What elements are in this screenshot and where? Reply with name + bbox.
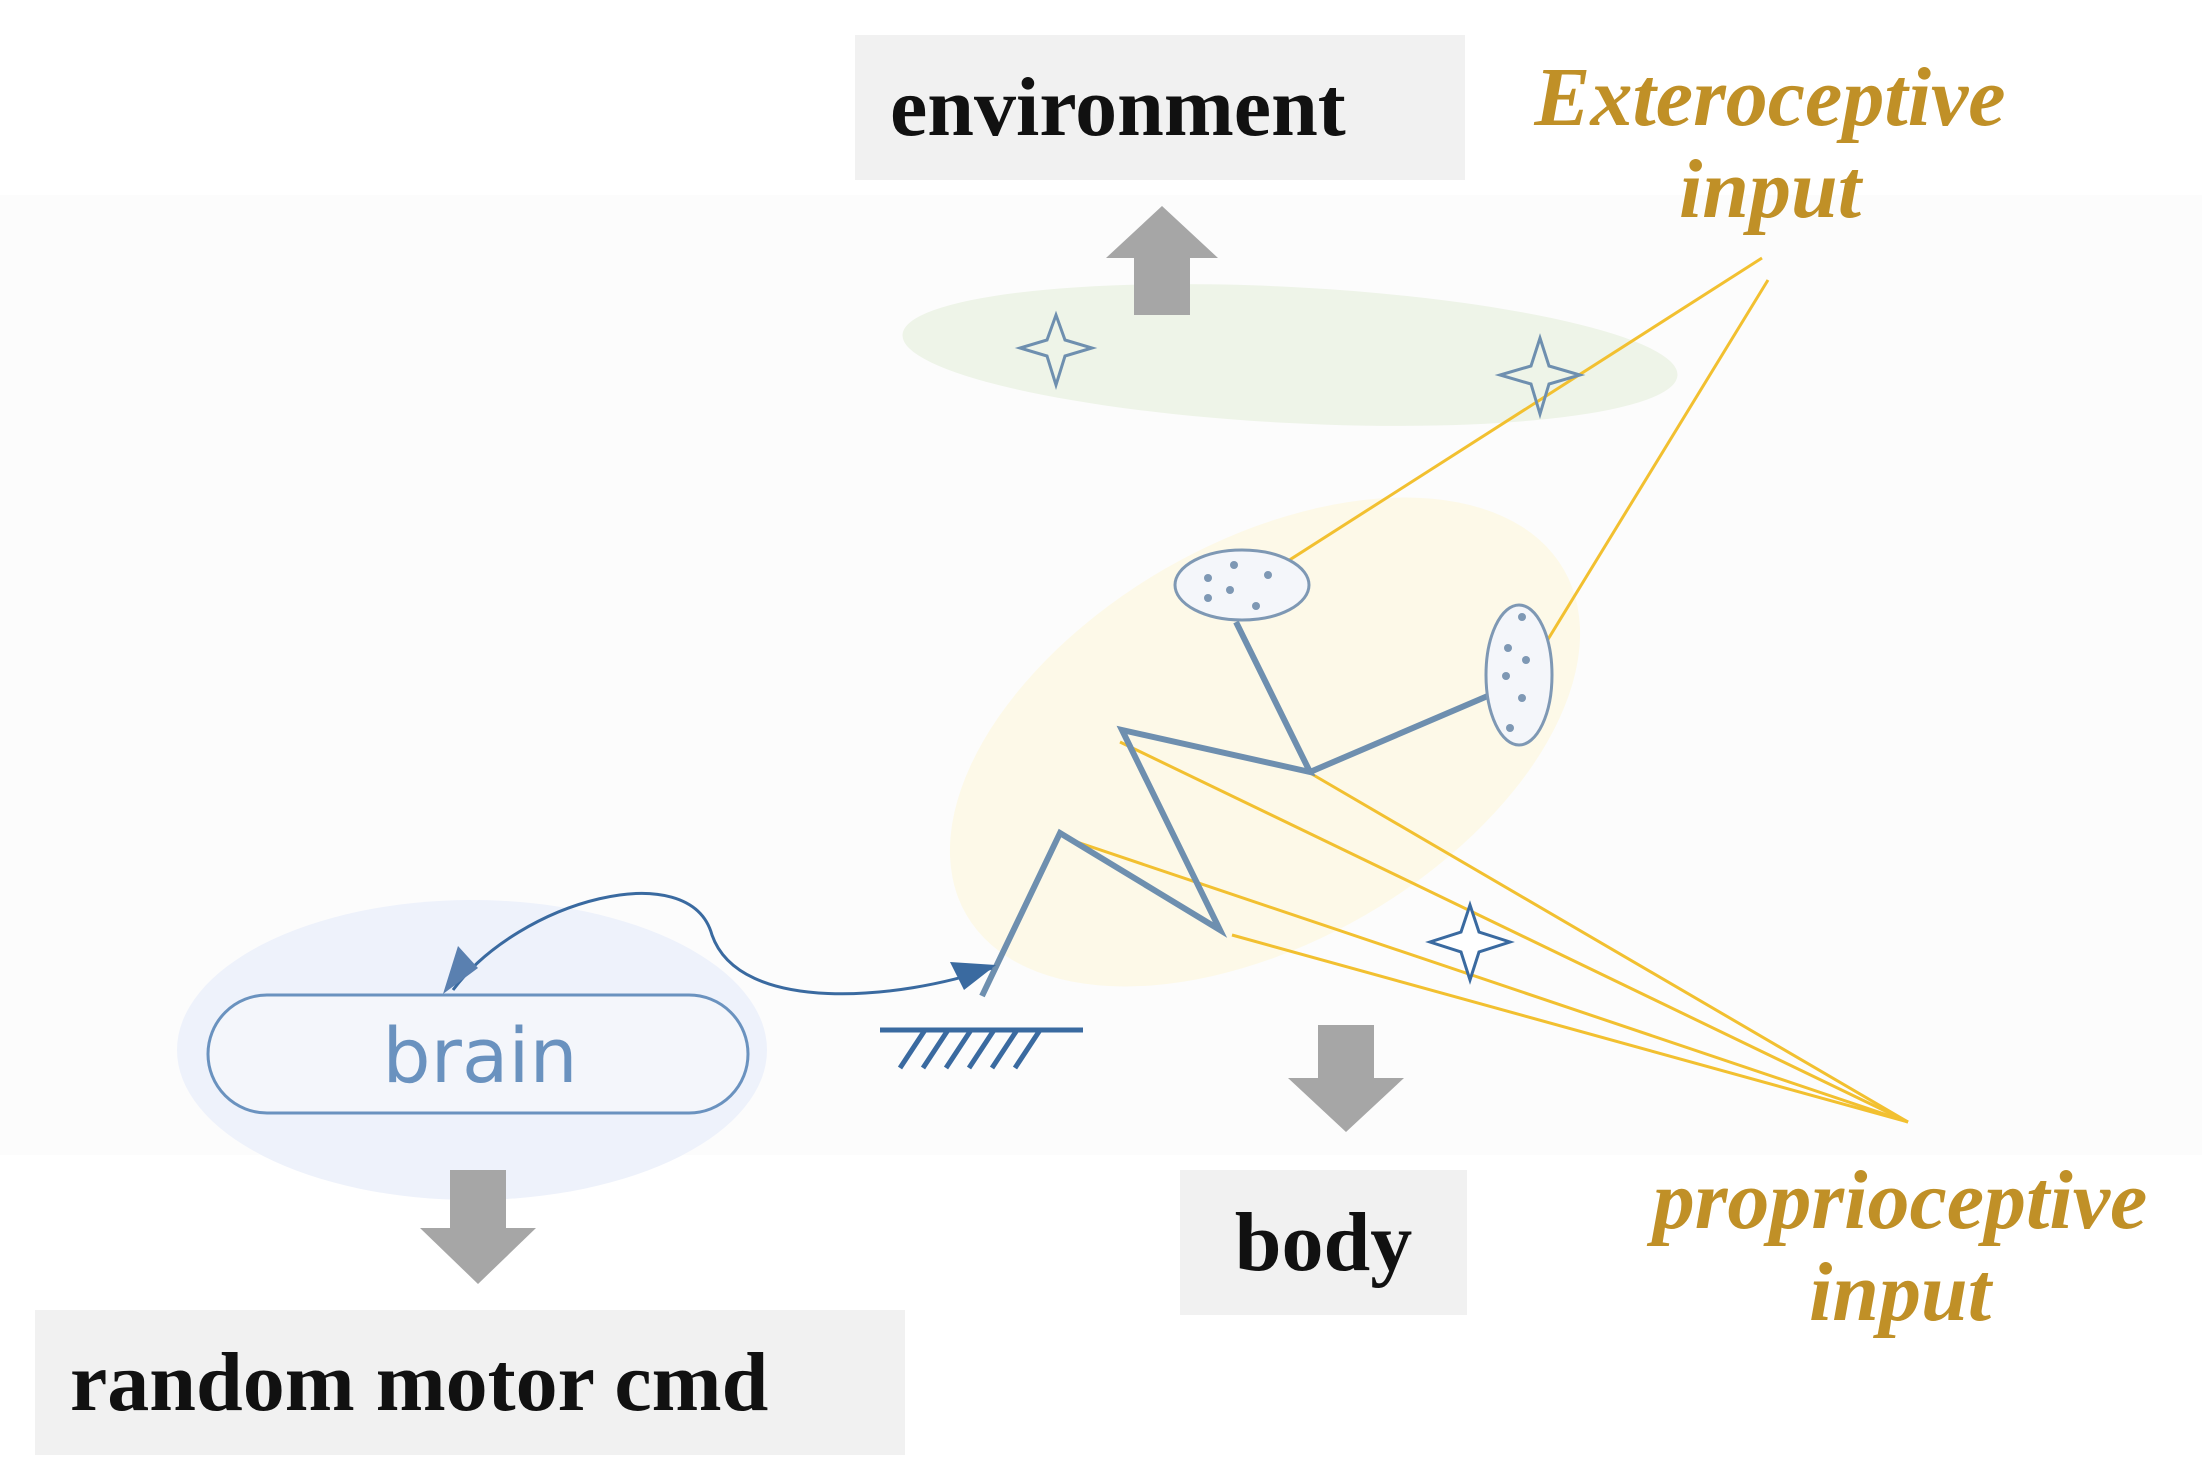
up-arrow-icon — [1106, 206, 1218, 315]
motor-command-label-box: random motor cmd — [35, 1310, 905, 1455]
proprioceptive-input-annotation: proprioceptive input — [1610, 1154, 2190, 1340]
exteroceptive-input-annotation: Exteroceptive input — [1480, 51, 2060, 237]
environment-halo — [902, 284, 1678, 426]
down-arrow-icon-body — [1288, 1025, 1404, 1132]
four-point-star-icon — [1014, 310, 1098, 391]
motor-command-label: random motor cmd — [70, 1336, 769, 1429]
environment-label-box: environment — [855, 35, 1465, 180]
exteroceptive-pointer-lines — [1254, 256, 1770, 673]
brain-capsule — [206, 993, 750, 1115]
body-label-box: body — [1180, 1170, 1467, 1315]
arrowhead-icon — [950, 962, 996, 990]
brain-label: brain — [382, 1011, 578, 1100]
proprioceptive-line-2: input — [1808, 1246, 1992, 1340]
proprioceptive-line-1: proprioceptive — [1652, 1154, 2148, 1247]
hand-sensor-patch — [1484, 603, 1554, 747]
exteroceptive-line-2: input — [1678, 143, 1862, 237]
environment-label: environment — [890, 61, 1346, 154]
arrowhead-icon — [443, 946, 478, 994]
exteroceptive-line-1: Exteroceptive — [1534, 51, 2006, 144]
feedback-loop-arrow — [451, 892, 993, 996]
body-label: body — [1234, 1196, 1413, 1289]
head-sensor-patch — [1173, 548, 1311, 622]
four-point-star-icon — [1494, 333, 1586, 420]
proprioceptive-pointer-lines — [1064, 740, 1909, 1124]
four-point-star-icon — [1425, 900, 1515, 985]
hatched-ground-icon — [880, 1027, 1083, 1070]
stick-figure-body — [979, 620, 1492, 998]
down-arrow-icon-motor — [420, 1170, 536, 1284]
